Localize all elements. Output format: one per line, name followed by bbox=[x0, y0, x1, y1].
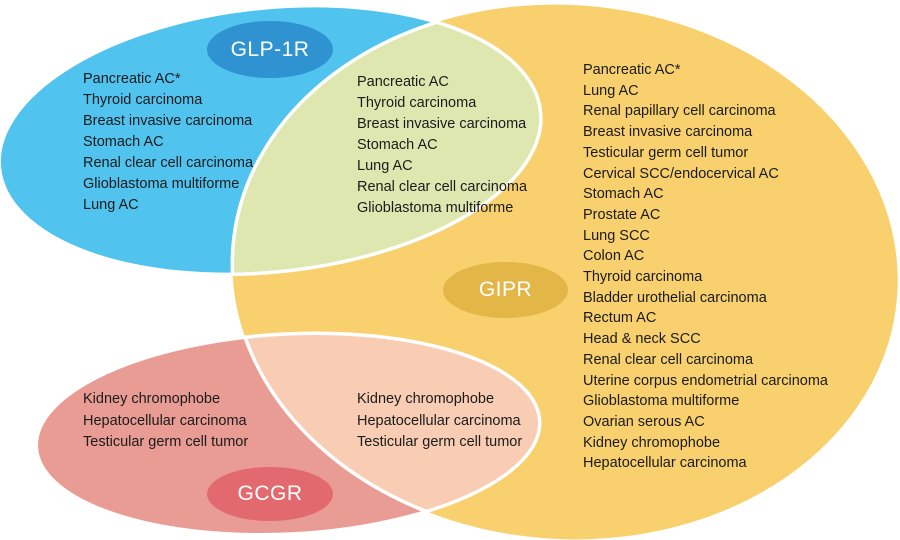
list-item: Prostate AC bbox=[583, 206, 661, 223]
list-item: Renal clear cell carcinoma bbox=[83, 155, 254, 171]
list-item: Breast invasive carcinoma bbox=[583, 124, 753, 141]
list-item: Hepatocellular carcinoma bbox=[83, 412, 247, 429]
gipr-badge: GIPR bbox=[443, 262, 568, 318]
gcgr-outline bbox=[34, 331, 542, 537]
gipr-outline-in-glp1r bbox=[230, 2, 555, 300]
list-item: Renal clear cell carcinoma bbox=[357, 179, 528, 195]
list-item: Kidney chromophobe bbox=[357, 391, 495, 407]
list-item: Stomach AC bbox=[357, 137, 438, 153]
list-item: Lung AC bbox=[583, 82, 639, 99]
list-item: Pancreatic AC* bbox=[83, 71, 181, 87]
gipr-only-list: Pancreatic AC* Lung AC Renal papillary cel… bbox=[583, 60, 828, 474]
gipr-badge-label: GIPR bbox=[478, 278, 533, 301]
list-item: Pancreatic AC bbox=[357, 74, 449, 90]
list-item: Breast invasive carcinoma bbox=[83, 113, 253, 129]
gcgr-badge-label: GCGR bbox=[237, 482, 303, 505]
list-item: Thyroid carcinoma bbox=[357, 95, 477, 111]
list-item: Renal papillary cell carcinoma bbox=[583, 103, 776, 120]
list-item: Renal clear cell carcinoma bbox=[583, 351, 754, 368]
glp1r-outline bbox=[0, 3, 543, 277]
list-item: Testicular germ cell tumor bbox=[583, 144, 749, 161]
list-item: Kidney chromophobe bbox=[583, 434, 721, 451]
list-item: Lung AC bbox=[83, 197, 139, 213]
list-item: Pancreatic AC* bbox=[583, 62, 681, 78]
glp1r-badge-label: GLP-1R bbox=[230, 37, 310, 61]
list-item: Stomach AC bbox=[83, 134, 164, 150]
list-item: Glioblastoma multiforme bbox=[83, 176, 240, 192]
list-item: Kidney chromophobe bbox=[83, 391, 221, 407]
list-item: Hepatocellular carcinoma bbox=[357, 412, 521, 429]
list-item: Stomach AC bbox=[583, 186, 664, 203]
list-item: Breast invasive carcinoma bbox=[357, 116, 527, 132]
list-item: Head & neck SCC bbox=[583, 331, 701, 348]
list-item: Colon AC bbox=[583, 248, 645, 265]
glp1r-badge: GLP-1R bbox=[207, 21, 333, 78]
gcgr-badge: GCGR bbox=[207, 467, 333, 521]
list-item: Hepatocellular carcinoma bbox=[583, 455, 747, 472]
list-item: Glioblastoma multiforme bbox=[583, 393, 740, 410]
list-item: Testicular germ cell tumor bbox=[83, 434, 249, 451]
list-item: Testicular germ cell tumor bbox=[357, 434, 523, 451]
list-item: Cervical SCC/endocervical AC bbox=[583, 165, 779, 182]
list-item: Lung SCC bbox=[583, 227, 650, 244]
list-item: Bladder urothelial carcinoma bbox=[583, 289, 767, 306]
list-item: Glioblastoma multiforme bbox=[357, 200, 514, 216]
list-item: Thyroid carcinoma bbox=[583, 269, 703, 286]
list-item: Lung AC bbox=[357, 158, 413, 174]
list-item: Thyroid carcinoma bbox=[83, 92, 203, 108]
list-item: Ovarian serous AC bbox=[583, 413, 705, 430]
list-item: Uterine corpus endometrial carcinoma bbox=[583, 372, 828, 389]
list-item: Rectum AC bbox=[583, 310, 657, 327]
